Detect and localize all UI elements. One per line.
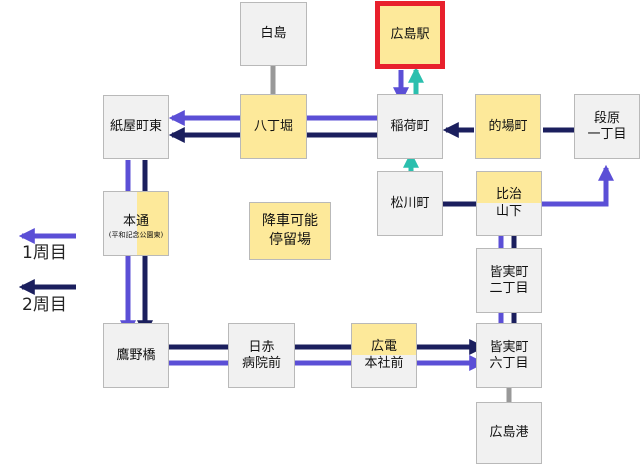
stop-label: 白島	[260, 26, 287, 41]
stop-hondori[interactable]: 本通 (平和記念公園東)	[103, 191, 169, 256]
stop-matoba-cho[interactable]: 的場町	[475, 94, 541, 159]
stop-label: 広島駅	[390, 27, 430, 42]
legend-round1-label: 1周目	[22, 243, 67, 263]
stop-label-line1: 広電	[370, 339, 397, 354]
stop-danbara-itchome[interactable]: 段原 一丁目	[574, 94, 640, 159]
note-line1: 降車可能	[262, 213, 318, 229]
stop-minamimachi-nichome[interactable]: 皆実町 二丁目	[476, 248, 542, 313]
stop-label-line1: 皆実町	[489, 339, 529, 355]
stop-label-line2: 本社前	[364, 356, 404, 371]
stop-label: 稲荷町	[390, 118, 430, 134]
note-line2: 停留場	[269, 232, 311, 248]
stop-label: 的場町	[488, 118, 528, 134]
stop-label-line2: 病院前	[241, 355, 281, 371]
stop-label: 八丁堀	[253, 118, 293, 134]
stop-label: 紙屋町東	[109, 119, 162, 134]
stop-hiroden-honsha-mae[interactable]: 広電 本社前	[351, 323, 417, 388]
stop-minamimachi-rokuchome[interactable]: 皆実町 六丁目	[476, 323, 542, 388]
stop-sublabel: (平和記念公園東)	[108, 231, 164, 239]
stop-label-line2: 一丁目	[587, 126, 627, 142]
route1-hijiyama-to-danbara	[542, 164, 615, 207]
stop-label-line2: 六丁目	[489, 355, 529, 371]
stop-hatchobori[interactable]: 八丁堀	[240, 94, 307, 159]
stop-inari-machi[interactable]: 稲荷町	[377, 94, 443, 159]
stop-hakushima[interactable]: 白島	[240, 2, 307, 66]
stop-matsukawa-cho[interactable]: 松川町	[377, 171, 443, 236]
stop-nisseki-byoin-mae[interactable]: 日赤 病院前	[228, 323, 295, 388]
stop-label-line1: 段原	[593, 110, 620, 126]
stop-label: 広島港	[489, 425, 529, 440]
stop-label-line1: 皆実町	[489, 264, 529, 280]
stop-label-line1: 比治	[495, 187, 522, 202]
stop-label-line2: 山下	[495, 204, 522, 219]
stop-takanobashi[interactable]: 鷹野橋	[103, 323, 169, 388]
stop-label: 鷹野橋	[116, 347, 156, 363]
stop-label-line2: 二丁目	[489, 280, 529, 296]
stop-hiroshima-station[interactable]: 広島駅	[375, 1, 445, 69]
stop-kamiyacho-higashi[interactable]: 紙屋町東	[103, 95, 169, 159]
stop-label: 松川町	[390, 195, 430, 211]
legend-round2-label: 2周目	[22, 295, 67, 315]
stop-hiroshima-port[interactable]: 広島港	[476, 402, 542, 464]
legend-alight-stop-note: 降車可能 停留場	[249, 202, 331, 260]
stop-label: 本通	[122, 214, 149, 229]
stop-hijiyama-shita[interactable]: 比治 山下	[476, 171, 542, 236]
stop-label-line1: 日赤	[248, 339, 275, 355]
